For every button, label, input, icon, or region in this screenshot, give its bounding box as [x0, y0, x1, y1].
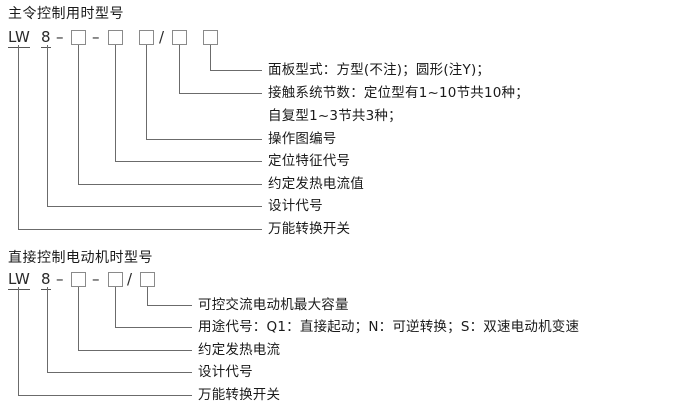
bottom-desc-switch-name: 万能转换开关	[198, 387, 281, 403]
top-code-placeholder-box-3	[139, 30, 154, 45]
top-desc-panel-type: 面板型式：方型(不注)；圆形(注Y)；	[268, 62, 491, 78]
top-code-slash: /	[159, 28, 165, 46]
top-code-dash-2: –	[92, 28, 100, 46]
top-code-series: 8	[41, 28, 51, 48]
leader-horizontal-contact-sections	[179, 93, 262, 94]
leader-horizontal-usage-code	[115, 327, 192, 328]
leader-horizontal-panel-type	[210, 70, 262, 71]
leader-vertical-usage-code	[115, 287, 116, 327]
bottom-section-title: 直接控制电动机时型号	[8, 250, 153, 266]
top-code-placeholder-box-5	[203, 30, 218, 45]
leader-horizontal-thermal-current	[78, 184, 262, 185]
top-desc-thermal-current: 约定发热电流值	[268, 176, 364, 192]
top-desc-position-feature: 定位特征代号	[268, 153, 351, 169]
leader-vertical-switch-name	[18, 45, 19, 229]
leader-vertical-motor-capacity	[147, 287, 148, 305]
bottom-code-slash: /	[127, 270, 133, 288]
top-section-title: 主令控制用时型号	[8, 6, 124, 22]
top-desc-contact-sections-cont: 自复型1~3节共3种；	[268, 108, 402, 124]
bottom-desc-design-code: 设计代号	[198, 364, 253, 380]
leader-vertical-switch-name-bottom	[18, 287, 19, 395]
leader-vertical-panel-type	[210, 45, 211, 70]
top-model-code-row: LW 8 – – /	[0, 28, 240, 54]
leader-horizontal-switch-name-bottom	[18, 395, 192, 396]
top-code-placeholder-box-1	[71, 30, 86, 45]
leader-horizontal-operation-diagram	[146, 139, 262, 140]
bottom-code-dash-1: –	[56, 270, 64, 288]
top-desc-operation-diagram: 操作图编号	[268, 131, 337, 147]
leader-vertical-design-code-bottom	[47, 287, 48, 372]
top-code-dash-1: –	[56, 28, 64, 46]
leader-vertical-operation-diagram	[146, 45, 147, 139]
bottom-code-series: 8	[41, 270, 51, 290]
leader-vertical-design-code	[47, 45, 48, 206]
leader-vertical-thermal-current-bottom	[78, 287, 79, 350]
leader-horizontal-design-code	[47, 206, 262, 207]
leader-vertical-thermal-current	[78, 45, 79, 184]
top-desc-switch-name: 万能转换开关	[268, 221, 351, 237]
leader-vertical-position-feature	[115, 45, 116, 161]
top-desc-contact-sections: 接触系统节数：定位型有1~10节共10种；	[268, 85, 529, 101]
bottom-code-dash-2: –	[92, 270, 100, 288]
leader-vertical-contact-sections	[179, 45, 180, 93]
bottom-code-placeholder-box-1	[71, 272, 86, 287]
bottom-desc-motor-capacity: 可控交流电动机最大容量	[198, 297, 349, 313]
top-code-placeholder-box-2	[108, 30, 123, 45]
top-desc-design-code: 设计代号	[268, 198, 323, 214]
bottom-desc-usage-code: 用途代号：Q1：直接起动；N：可逆转换；S：双速电动机变速	[198, 319, 580, 335]
bottom-code-placeholder-box-2	[108, 272, 123, 287]
leader-horizontal-thermal-current-bottom	[78, 350, 192, 351]
bottom-desc-thermal-current: 约定发热电流	[198, 342, 281, 358]
leader-horizontal-design-code-bottom	[47, 372, 192, 373]
leader-horizontal-motor-capacity	[147, 305, 192, 306]
bottom-code-placeholder-box-3	[140, 272, 155, 287]
leader-horizontal-position-feature	[115, 161, 262, 162]
bottom-model-code-row: LW 8 – – /	[0, 270, 180, 296]
top-code-placeholder-box-4	[172, 30, 187, 45]
leader-horizontal-switch-name	[18, 229, 262, 230]
